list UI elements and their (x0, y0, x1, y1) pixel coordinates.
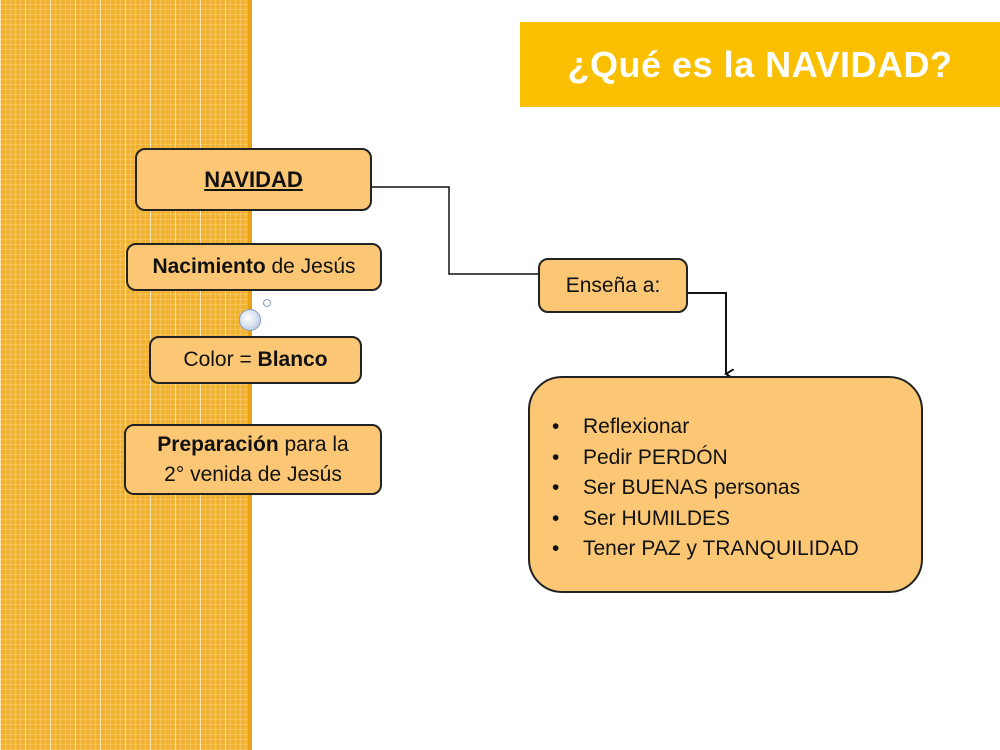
title-banner: ¿Qué es la NAVIDAD? (520, 22, 1000, 107)
bullet-icon: • (552, 476, 560, 499)
preparacion-line2: 2° venida de Jesús (164, 462, 342, 486)
preparacion-line1: Preparación para la (157, 430, 348, 460)
color-text: Color = (183, 348, 258, 371)
page-title: ¿Qué es la NAVIDAD? (567, 43, 953, 85)
navidad-node[interactable]: NAVIDAD (135, 148, 372, 211)
bullet-icon: • (552, 506, 560, 530)
navidad-node-label: NAVIDAD (204, 166, 303, 192)
connector-ensena-to-list (688, 292, 726, 374)
list-item: • Ser BUENAS personas (552, 473, 901, 504)
color-bold: Blanco (257, 348, 328, 371)
list-item: • Tener PAZ y TRANQUILIDAD (552, 534, 901, 565)
list-item-text: Pedir PERDÓN (583, 445, 728, 469)
preparacion-rest: para la (278, 432, 349, 456)
teachings-list-node[interactable]: • Reflexionar • Pedir PERDÓN • Ser BUENAS p… (528, 376, 923, 593)
list-item: • Reflexionar (552, 412, 901, 443)
preparacion-node[interactable]: Preparación para la 2° venida de Jesús (124, 424, 382, 495)
bullet-icon: • (552, 415, 560, 438)
list-item-text: Tener PAZ y TRANQUILIDAD (583, 537, 859, 560)
nacimiento-node[interactable]: Nacimiento de Jesús (126, 243, 382, 291)
ensena-node-label: Enseña a: (565, 273, 661, 297)
nacimiento-bold: Nacimiento (152, 255, 266, 278)
list-item-text: Reflexionar (583, 415, 690, 438)
ensena-node[interactable]: Enseña a: (538, 258, 688, 313)
bullet-icon: • (552, 537, 560, 560)
handle-dot-icon (263, 299, 271, 307)
nacimiento-rest: de Jesús (265, 255, 356, 278)
color-node-text: Color = Blanco (183, 348, 327, 372)
list-item-text: Ser HUMILDES (583, 506, 731, 530)
bullet-icon: • (552, 445, 560, 469)
nacimiento-node-text: Nacimiento de Jesús (152, 255, 355, 279)
connector-navidad-to-ensena (372, 186, 538, 275)
list-item: • Ser HUMILDES (552, 504, 901, 535)
list-item-text: Ser BUENAS personas (583, 476, 801, 499)
list-item: • Pedir PERDÓN (552, 443, 901, 474)
teachings-list: • Reflexionar • Pedir PERDÓN • Ser BUENAS p… (552, 412, 901, 565)
color-node[interactable]: Color = Blanco (149, 336, 362, 384)
rotation-handle-icon[interactable] (239, 309, 261, 331)
preparacion-bold: Preparación (157, 432, 279, 456)
